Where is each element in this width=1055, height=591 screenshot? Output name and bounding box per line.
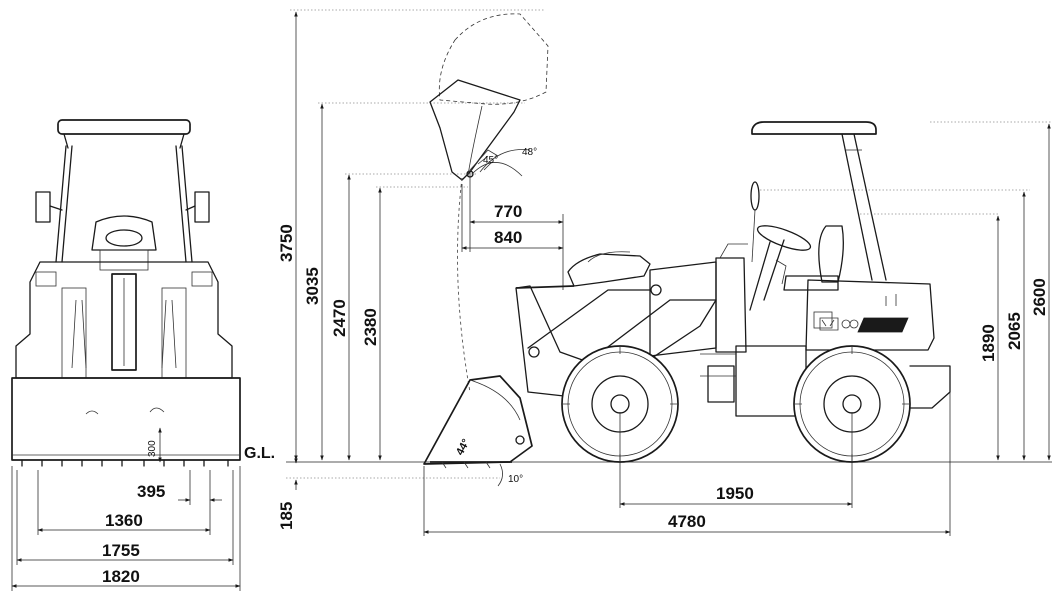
- width-dimensions: 395 1360 1755 1820: [11, 466, 241, 591]
- ground-clearance-label: 300: [147, 440, 158, 457]
- raised-bucket: 45° 48°: [429, 13, 549, 393]
- dump-angle-48-label: 48°: [522, 147, 537, 158]
- side-hydraulic-cylinder: [515, 251, 651, 289]
- side-bucket: 44° 10°: [423, 375, 533, 487]
- height-dimensions-front: 3750 3035 2470 2380 185: [277, 9, 545, 530]
- reach-dimensions: 770 840: [461, 172, 564, 290]
- front-canopy: [55, 119, 193, 263]
- dump-angle-45-label: 45°: [483, 155, 498, 166]
- bucket-width-label: 1820: [102, 567, 140, 586]
- side-seat: [783, 225, 844, 291]
- dump-clearance-48-label: 2380: [361, 308, 380, 346]
- tire-width-label: 395: [137, 482, 165, 501]
- side-logo: [819, 317, 909, 333]
- rollback-angle-label: 44°: [454, 437, 472, 457]
- digging-depth-label: 185: [277, 502, 296, 530]
- reach-840-label: 840: [494, 228, 522, 247]
- side-steering: [749, 225, 812, 311]
- side-articulation: [700, 353, 736, 403]
- length-dimensions: 1950 4780: [423, 392, 951, 536]
- front-view: 300: [11, 119, 241, 467]
- reach-770-label: 770: [494, 202, 522, 221]
- ground-line-label: G.L.: [244, 445, 275, 462]
- overall-width-label: 1755: [102, 541, 140, 560]
- hood-height-label: 1890: [979, 324, 998, 362]
- front-mirror-right: [185, 191, 210, 223]
- pin-height-label: 3035: [303, 267, 322, 305]
- tread-label: 1360: [105, 511, 143, 530]
- side-canopy: [751, 121, 887, 281]
- overall-length-label: 4780: [668, 512, 706, 531]
- side-view: 44° 10°: [423, 121, 951, 487]
- max-dump-height-label: 3750: [277, 224, 296, 262]
- height-dimensions-rear: 1890 2065 2600: [760, 121, 1052, 461]
- canopy-height-label: 2600: [1030, 278, 1049, 316]
- front-bucket: [11, 377, 241, 467]
- wheelbase-label: 1950: [716, 484, 754, 503]
- front-mirror-left: [35, 191, 63, 223]
- front-seat-and-steering: [91, 215, 157, 271]
- mirror-height-label: 2065: [1005, 312, 1024, 350]
- departure-angle-label: 10°: [508, 474, 523, 485]
- ground-line: G.L.: [244, 445, 1052, 479]
- side-rear-counterweight: [909, 365, 951, 409]
- dump-clearance-45-label: 2470: [330, 299, 349, 337]
- side-lift-arm: [515, 284, 717, 397]
- front-clearance-dimension: 300: [147, 427, 162, 463]
- front-body: [15, 261, 233, 379]
- side-engine-hood: [805, 279, 935, 351]
- side-mirror: [750, 181, 760, 263]
